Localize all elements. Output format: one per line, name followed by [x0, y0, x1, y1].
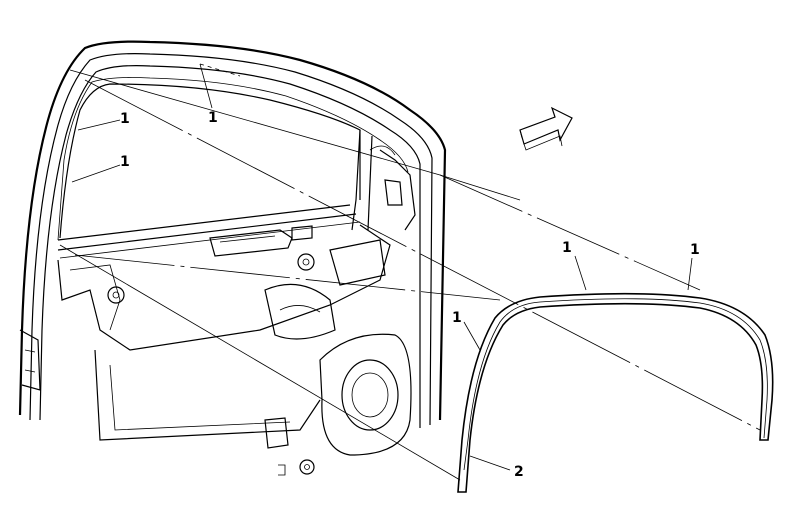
callout-seal-lower: 2 — [514, 464, 524, 480]
callout-leaders — [71, 63, 693, 471]
callout-seal-detached-top: 1 — [690, 242, 700, 258]
door-frame — [18, 40, 447, 428]
forward-arrow-icon — [519, 106, 573, 151]
callout-seal-detached-front: 1 — [452, 310, 462, 326]
callout-seal-a-pillar-upper: 1 — [120, 111, 130, 127]
callout-seal-detached-rear: 1 — [562, 240, 572, 256]
reference-lines — [59, 69, 761, 481]
inner-door-panel — [19, 145, 416, 476]
callout-seal-a-pillar-lower: 1 — [120, 154, 130, 170]
detached-window-seal — [457, 292, 774, 493]
callout-seal-upper-frame: 1 — [208, 110, 218, 126]
